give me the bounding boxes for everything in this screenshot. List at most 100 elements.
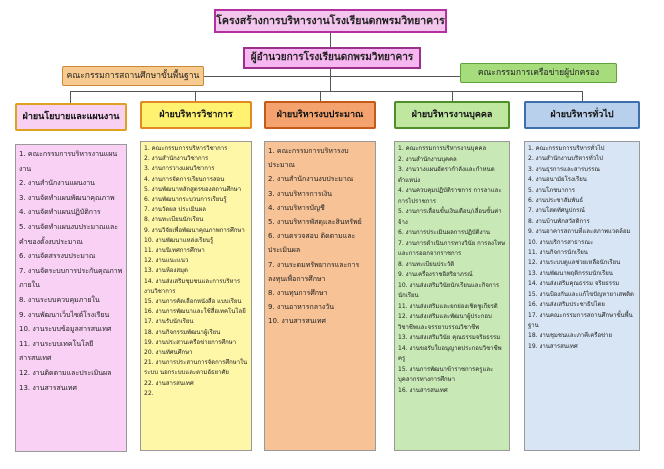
list-item: 10. งานส่งเสริมวินัยนักเรียนและกิจการนัก… <box>398 281 500 300</box>
list-item: 4. งานจัดทำแผนปฏิบัติการ <box>19 208 101 217</box>
list-item: 13. งานพัฒนาพฤติกรรมนักเรียน <box>528 269 613 277</box>
list-item: 10. งานสารสนเทศ <box>268 317 326 326</box>
list-item: 16. งานส่งเสริมประชาธิปไตย <box>528 301 605 309</box>
list-item: 6. งานการประเมินผลการปฏิบัติงาน <box>398 229 490 236</box>
list-item: 5. งานพัฒนาหลักสูตรของสถานศึกษา <box>144 185 242 193</box>
connector-div4 <box>452 91 453 101</box>
connector-div3 <box>320 91 321 101</box>
list-item: 22. <box>144 389 154 397</box>
list-item: 9. งานเครื่องราชอิสริยาภรณ์ <box>398 271 473 278</box>
list-item: 7. งานวัดผล ประเมินผล <box>144 206 206 214</box>
list-item: 7. งานการดำเนินการทางวินัย การลงโทษและกา… <box>398 239 506 258</box>
list-item: 12. งานแนะแนว <box>144 257 189 265</box>
list-item: 16. งานการพัฒนาและใช้สื่อเทคโนโลยี <box>144 308 246 316</box>
list-item: 18. งานชุมชนและภาคีเครือข่าย <box>528 332 613 340</box>
list-item: 3. งานธุรการและสารบรรณ <box>528 165 600 173</box>
division-general-admin-header: ฝ่ายบริหารทั่วไป <box>524 101 640 129</box>
list-item: 3. งานการวางแผนวิชาการ <box>144 165 215 173</box>
list-item: 4. งานอนามัยโรงเรียน <box>528 176 587 184</box>
list-item: 11. งานกิจการนักเรียน <box>528 249 588 257</box>
list-item: 5. งานบริหารพัสดุและสินทรัพย์ <box>268 218 362 227</box>
list-item: 2. งานสำนักงานงบประมาณ <box>268 175 354 184</box>
list-item: 10. งานพัฒนาแหล่งเรียนรู้ <box>144 236 214 244</box>
list-item: 7. งานระดมทรัพยากรและการลงทุนเพื่อการศึก… <box>268 260 360 283</box>
list-item: 14. งานขอรับใบอนุญาตประกอบวิชาชีพครู <box>398 344 502 363</box>
list-item: 11. งานระบบเทคโนโลยีสารสนเทศ <box>19 339 94 363</box>
list-item: 9. งานพัฒนาเว็บไซต์โรงเรียน <box>19 310 110 319</box>
list-item: 8. งานทุนการศึกษา <box>268 289 328 298</box>
connector-div1 <box>70 91 71 103</box>
list-item: 11. งานนิเทศการศึกษา <box>144 247 205 255</box>
division-budget-list: 1. คณะกรรมการบริหารงบประมาณ 2. งานสำนักงา… <box>264 141 376 451</box>
list-item: 1. คณะกรรมการบริหารงานบุคคล <box>398 145 487 152</box>
parent-network-committee-box: คณะกรรมการเครือข่ายผู้ปกครอง <box>460 63 617 83</box>
division-general-admin-list: 1. คณะกรรมการบริหารทั่วไป 2. งานสำนักงานบ… <box>524 141 640 451</box>
connector-title-director <box>330 33 331 47</box>
basic-education-committee-box: คณะกรรมการสถานศึกษาขั้นพื้นฐาน <box>62 66 204 86</box>
list-item: 6. งานจัดสรรงบประมาณ <box>19 252 96 261</box>
connector-committee-bar <box>204 76 460 77</box>
division-personnel-header: ฝ่ายบริหารงานบุคคล <box>394 101 510 129</box>
list-item: 7. งานโสตทัศนูปกรณ์ <box>528 207 585 215</box>
list-item: 3. งานจัดทำแผนพัฒนาคุณภาพ <box>19 193 115 202</box>
list-item: 14. งานส่งเสริมชุมชนและการบริหารงานวิชาก… <box>144 277 241 295</box>
list-item: 5. งานโภชนาการ <box>528 186 575 194</box>
list-item: 5. งานการเลื่อนขั้นเงินเดือน/เลื่อนขั้นค… <box>398 208 502 226</box>
list-item: 4. งานควบคุมปฏิบัติราชการ การลาและการไปร… <box>398 187 502 205</box>
list-item: 11. งานส่งเสริมและยกย่องเชิดชูเกียรติ <box>398 302 498 310</box>
list-item: 18. งานกิจกรรมพัฒนาผู้เรียน <box>144 328 221 336</box>
list-item: 8. งานบ้านพักสวัสดิการ <box>528 217 590 225</box>
list-item: 16. งานสารสนเทศ <box>398 386 448 394</box>
list-item: 12. งานติดตามและประเมินผล <box>19 368 112 377</box>
list-item: 19. งานสารสนเทศ <box>528 342 578 350</box>
list-item: 8. งานระบบควบคุมภายใน <box>19 295 100 304</box>
connector-division-bar <box>70 91 582 92</box>
division-academic-header: ฝ่ายบริหารวิชาการ <box>140 101 252 129</box>
list-item: 10. งานระบบข้อมูลสารสนเทศ <box>19 325 112 334</box>
list-item: 1. คณะกรรมการบริหารงานแผนงาน <box>19 150 118 173</box>
list-item: 1. คณะกรรมการบริหารงบประมาณ <box>268 147 349 170</box>
division-personnel-list: 1. คณะกรรมการบริหารงานบุคคล 2. งานสำนักงา… <box>394 141 510 451</box>
list-item: 2. งานสำนักงานแผนงาน <box>19 179 95 188</box>
list-item: 15. งานการคัดเลือกหนังสือ แบบเรียน <box>144 298 242 306</box>
division-policy-planning-list: 1. คณะกรรมการบริหารงานแผนงาน 2. งานสำนักง… <box>15 144 127 452</box>
list-item: 14. งานส่งเสริมคุณธรรม จริยธรรม <box>528 280 620 288</box>
connector-div2 <box>195 91 196 101</box>
list-item: 7. งานจัดระบบการประกันคุณภาพภายใน <box>19 266 123 290</box>
list-item: 15. งานการพัฒนาข้าราชการครูและบุคลากรทาง… <box>398 365 494 384</box>
list-item: 6. งานประชาสัมพันธ์ <box>528 197 584 205</box>
list-item: 8. งานทะเบียนนักเรียน <box>144 216 204 224</box>
list-item: 21. งานการประสานการจัดการศึกษาในระบบ นอก… <box>144 359 248 377</box>
list-item: 3. งานบริหารการเงิน <box>268 189 333 198</box>
connector-div5 <box>582 91 583 101</box>
list-item: 9. งานอาคารสถานที่และสภาพแวดล้อม <box>528 228 631 236</box>
list-item: 20. งานทัศนศึกษา <box>144 349 193 357</box>
list-item: 9. งานอาหารกลางวัน <box>268 303 335 312</box>
list-item: 4. งานบริหารบัญชี <box>268 203 325 212</box>
list-item: 1. คณะกรรมการบริหารทั่วไป <box>528 145 605 152</box>
list-item: 1. คณะกรรมการบริหารวิชาการ <box>144 145 228 152</box>
division-policy-planning-header: ฝ่ายนโยบายและแผนงาน <box>15 103 127 131</box>
division-budget-header: ฝ่ายบริหารงบประมาณ <box>264 101 376 129</box>
list-item: 2. งานสำนักงานบุคคล <box>398 155 457 163</box>
list-item: 2. งานสำนักงานวิชาการ <box>144 155 209 163</box>
list-item: 17. งานคณะกรรมการสถานศึกษาขั้นพื้นฐาน <box>528 311 633 329</box>
list-item: 22. งานสารสนเทศ <box>144 379 194 387</box>
list-item: 19. งานประสานเครือข่ายการศึกษา <box>144 338 237 346</box>
list-item: 6. งานพัฒนากระบวนการเรียนรู้ <box>144 196 227 204</box>
director-box: ผู้อำนวยการโรงเรียนดกพรมวิทยาคาร <box>243 47 421 69</box>
list-item: 13. งานส่งเสริมวินัย คุณธรรมจริยธรรม <box>398 334 501 341</box>
list-item: 2. งานสำนักงานบริหารทั่วไป <box>528 155 603 163</box>
list-item: 12. งานระบบดูแลช่วยเหลือนักเรียน <box>528 259 621 267</box>
list-item: 10. งานบริการสาธารณะ <box>528 238 594 246</box>
connector-director-down <box>330 69 331 91</box>
list-item: 6. งานตรวจสอบ ติดตามและประเมินผล <box>268 232 356 255</box>
list-item: 15. งานป้องกันและแก้ไขปัญหายาเสพติด <box>528 290 634 298</box>
list-item: 4. งานการจัดการเรียนการสอน <box>144 175 225 183</box>
list-item: 12. งานส่งเสริมและพัฒนาผู้ประกอบวิชาชีพแ… <box>398 313 492 331</box>
chart-title: โครงสร้างการบริหารงานโรงเรียนดกพรมวิทยาค… <box>214 9 447 33</box>
list-item: 9. งานวิจัยเพื่อพัฒนาคุณภาพการศึกษา <box>144 226 245 234</box>
list-item: 8. งานทะเบียนประวัติ <box>398 260 455 268</box>
list-item: 17. งานรับนักเรียน <box>144 318 194 326</box>
list-item: 13. งานห้องสมุด <box>144 267 188 275</box>
